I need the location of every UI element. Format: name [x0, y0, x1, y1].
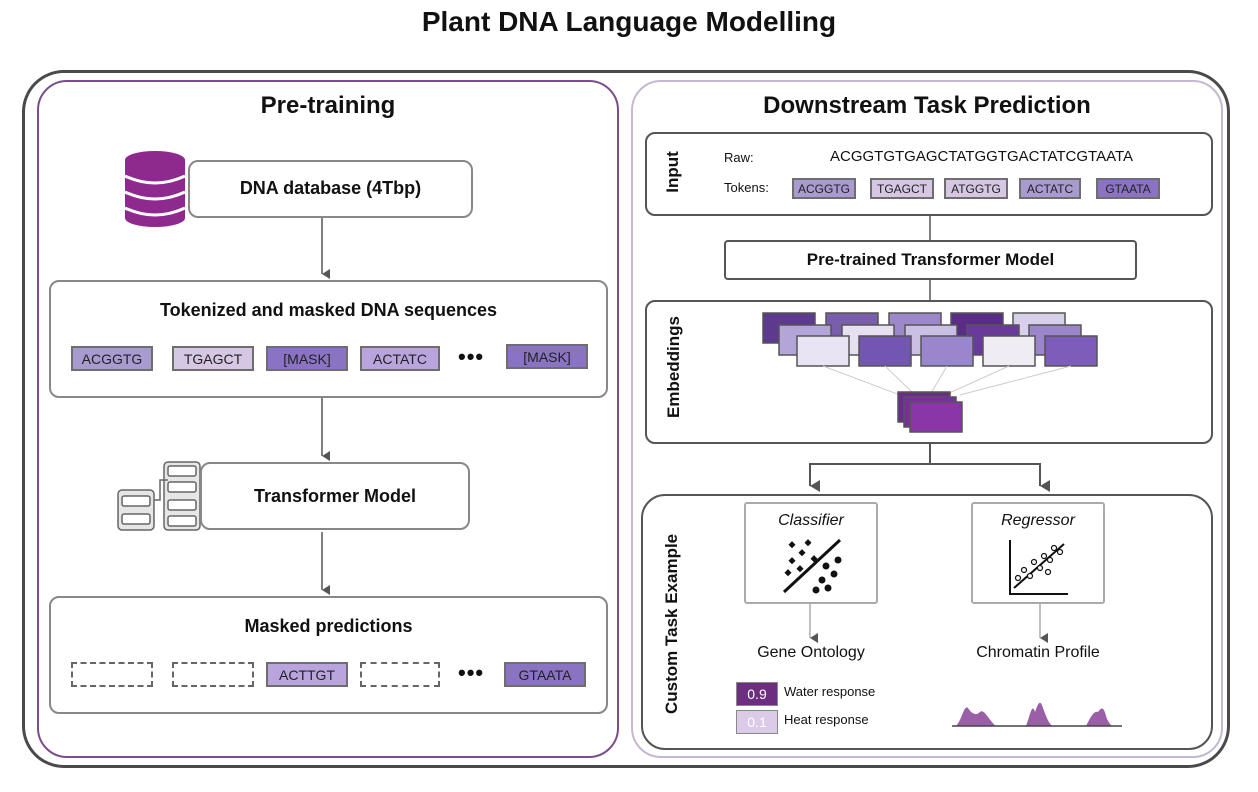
- token-3-mask: [MASK]: [266, 346, 348, 371]
- chromatin-profile-label: Chromatin Profile: [976, 644, 1100, 661]
- token-5-mask: [MASK]: [506, 344, 588, 369]
- input-token-1: ACGGTG: [792, 178, 856, 199]
- transformer-icon: [117, 461, 201, 531]
- classifier-label: Classifier: [778, 512, 844, 529]
- empty-slot-2: [172, 662, 254, 687]
- input-box: [645, 132, 1213, 216]
- custom-task-label: Custom Task Example: [662, 533, 681, 714]
- score-badge-water: 0.9: [736, 682, 778, 706]
- pretraining-title: Pre-training: [260, 92, 396, 119]
- token-1: ACGGTG: [71, 346, 153, 371]
- custom-task-box: [641, 494, 1213, 750]
- score-label-heat: Heat response: [784, 712, 869, 727]
- regressor-label: Regressor: [1001, 512, 1075, 529]
- regressor-box: Regressor: [971, 502, 1105, 604]
- arrow-to-regressor: [930, 463, 1050, 492]
- database-label: DNA database (4Tbp): [239, 178, 422, 198]
- database-icon: [124, 151, 186, 227]
- raw-sequence: ACGGTGTGAGCTATGGTGACTATCGTAATA: [830, 148, 1134, 165]
- embeddings-box: [645, 300, 1213, 444]
- regressor-icon: [1009, 540, 1068, 595]
- input-token-4: ACTATC: [1019, 178, 1081, 199]
- input-token-2: TGAGCT: [870, 178, 934, 199]
- classifier-box: Classifier: [744, 502, 878, 604]
- predictions-title: Masked predictions: [244, 616, 413, 636]
- token-2: TGAGCT: [172, 346, 254, 371]
- arrow-to-classifier: [809, 444, 931, 492]
- gene-ontology-label: Gene Ontology: [757, 644, 865, 661]
- input-token-3: ATGGTG: [944, 178, 1008, 199]
- ellipsis-2: •••: [458, 660, 485, 685]
- tokens-label: Tokens:: [724, 180, 769, 195]
- ellipsis-1: •••: [458, 344, 485, 369]
- input-label: Input: [663, 151, 682, 193]
- database-box: DNA database (4Tbp): [188, 160, 473, 218]
- pretraining-panel: [37, 80, 619, 758]
- outer-frame: [22, 70, 1230, 768]
- raw-label: Raw:: [724, 150, 754, 165]
- empty-slot-1: [71, 662, 153, 687]
- transformer-box: Transformer Model: [200, 462, 470, 530]
- transformer-label: Transformer Model: [253, 486, 417, 506]
- predictions-box: Masked predictions: [49, 596, 608, 714]
- predicted-token-1: ACTTGT: [266, 662, 348, 687]
- embeddings-label: Embeddings: [664, 315, 683, 418]
- score-label-water: Water response: [784, 684, 876, 699]
- downstream-title: Downstream Task Prediction: [763, 92, 1091, 119]
- tokenized-title: Tokenized and masked DNA sequences: [159, 300, 498, 320]
- token-4: ACTATC: [360, 346, 440, 371]
- empty-slot-3: [360, 662, 440, 687]
- diagram-title: Plant DNA Language Modelling: [421, 6, 837, 37]
- classifier-icon: [782, 538, 842, 594]
- downstream-panel: [631, 80, 1223, 758]
- embeddings-graphic: [762, 312, 1098, 433]
- pretrained-model-box: Pre-trained Transformer Model: [724, 240, 1137, 280]
- chromatin-profile-graphic: [952, 702, 1122, 727]
- tokenized-box: Tokenized and masked DNA sequences: [49, 280, 608, 398]
- pretrained-model-label: Pre-trained Transformer Model: [806, 250, 1055, 269]
- score-badge-heat: 0.1: [736, 710, 778, 734]
- input-token-5: GTAATA: [1096, 178, 1160, 199]
- predicted-token-2: GTAATA: [504, 662, 586, 687]
